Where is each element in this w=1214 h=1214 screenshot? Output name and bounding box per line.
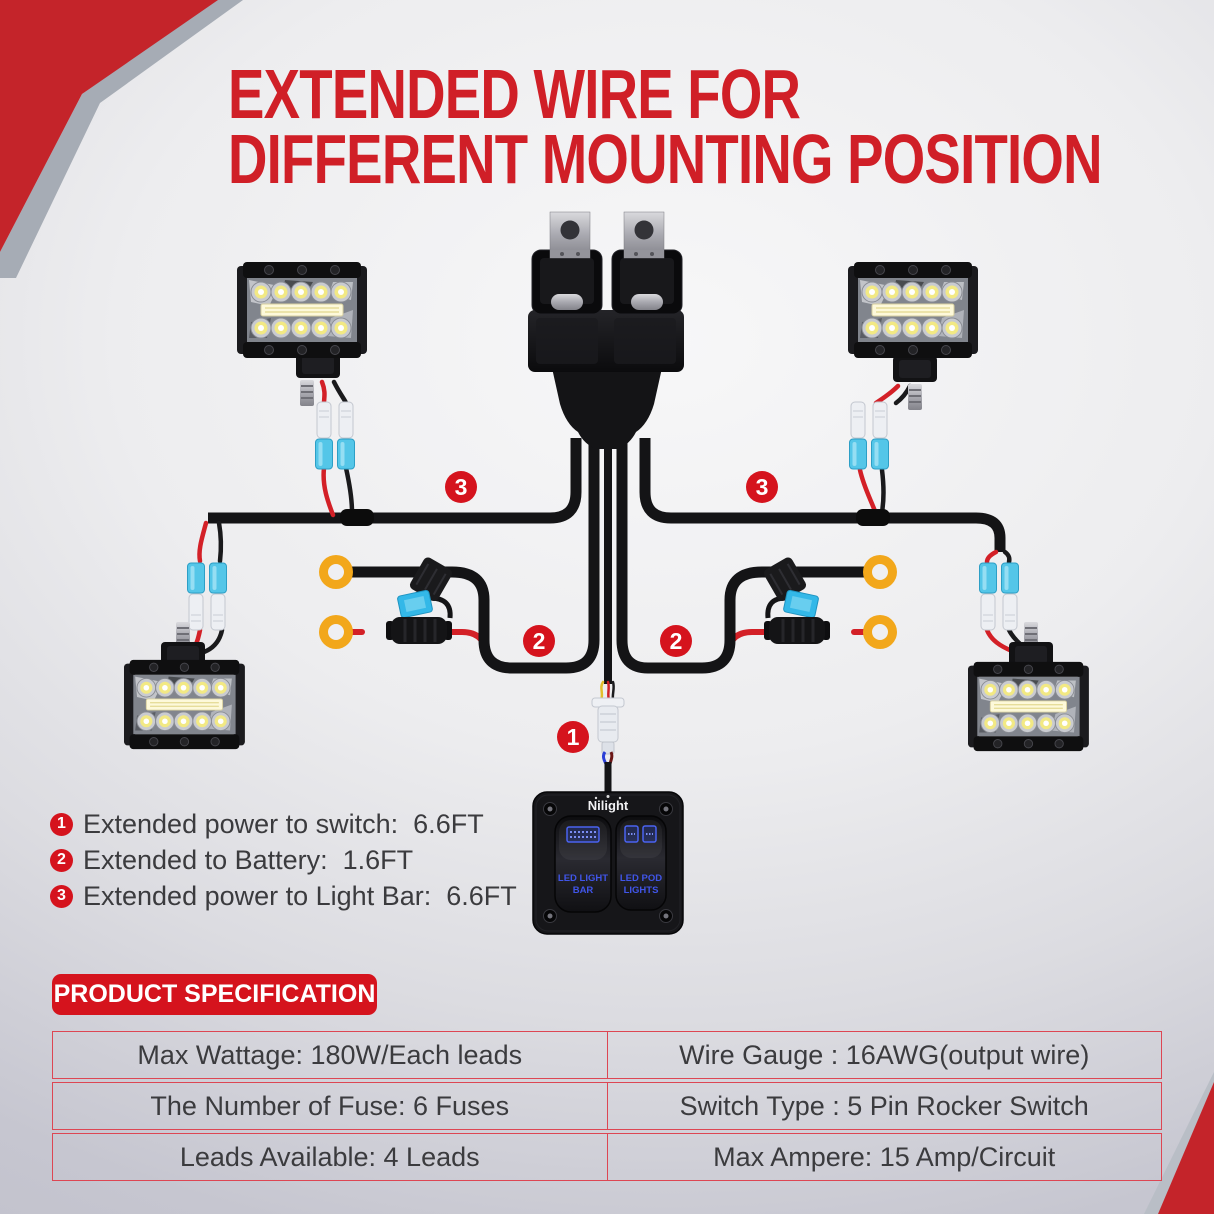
quick-connectors [188, 563, 227, 630]
led-pod-bottom-left [123, 659, 246, 750]
relay-tab-right [623, 211, 665, 259]
ring-terminal [319, 615, 353, 649]
ring-terminal [863, 615, 897, 649]
rocker-led-pod-lights[interactable]: LED POD LIGHTS [615, 815, 667, 911]
relay-right [611, 249, 683, 315]
mounting-bracket [893, 356, 937, 382]
rocker-led-light-bar[interactable]: LED LIGHT BAR [554, 815, 612, 913]
spec-cell-max-wattage: Max Wattage: 180W/Each leads [137, 1039, 523, 1070]
svg-text:2: 2 [670, 628, 683, 654]
fuse-holder [384, 615, 454, 646]
harness-battery-right [616, 442, 872, 674]
pod-lights-icon [624, 825, 657, 843]
led-pod-top-right [847, 261, 979, 359]
spec-cell-max-ampere: Max Ampere: 15 Amp/Circuit [606, 1134, 1162, 1180]
wire-sleeve [340, 509, 374, 526]
harness-lightbar-right [639, 438, 1006, 552]
fuse-assembly-left [384, 554, 455, 646]
fuse-assembly-right [761, 554, 832, 646]
fuse-holder [762, 615, 832, 646]
legend-item: 3 Extended power to Light Bar: 6.6FT [50, 878, 517, 914]
harness-lightbar-left [208, 438, 582, 524]
switch-pigtail [599, 680, 615, 702]
legend-text: Extended to Battery: 1.6FT [83, 844, 414, 875]
svg-text:1: 1 [567, 724, 580, 750]
badge-2-right: 2 [660, 625, 692, 657]
blue-fuse [396, 589, 434, 619]
harness-wires [208, 438, 1006, 684]
harness-battery-left [344, 442, 600, 674]
title-line2: DIFFERENT MOUNTING POSITION [228, 120, 1103, 198]
corner-red-wedge [0, 0, 218, 252]
spec-cell-fuse-count: The Number of Fuse: 6 Fuses [150, 1090, 510, 1121]
rocker-label: LIGHTS [624, 885, 659, 896]
diagram-badges: 3 3 2 2 1 [445, 471, 778, 753]
legend: 1 Extended power to switch: 6.6FT 2 Exte… [50, 806, 517, 914]
table-row: The Number of Fuse: 6 Fuses Switch Type … [52, 1082, 1162, 1130]
led-pod-bottom-right [967, 661, 1090, 752]
rocker-label: LED POD [620, 873, 662, 884]
legend-item: 1 Extended power to switch: 6.6FT [50, 806, 517, 842]
mounting-stud [907, 383, 923, 411]
badge-3-left: 3 [445, 471, 477, 503]
rocker-label: BAR [573, 885, 594, 896]
spec-cell-switch-type: Switch Type : 5 Pin Rocker Switch [606, 1083, 1162, 1129]
legend-number-badge: 1 [50, 812, 73, 836]
light-bar-icon [566, 826, 600, 843]
led-pod-top-left [236, 261, 368, 359]
spec-banner: PRODUCT SPECIFICATION [52, 974, 377, 1015]
spec-table: Max Wattage: 180W/Each leads Wire Gauge … [52, 1031, 1162, 1181]
spec-cell-wire-gauge: Wire Gauge : 16AWG(output wire) [606, 1032, 1162, 1078]
badge-1: 1 [557, 721, 589, 753]
wire-sleeve [856, 509, 890, 526]
legend-text: Extended power to switch: 6.6FT [83, 808, 484, 839]
table-row: Leads Available: 4 Leads Max Ampere: 15 … [52, 1133, 1162, 1181]
ring-terminal [319, 555, 353, 589]
brand-logo: Nilight [588, 798, 629, 813]
blue-fuse [782, 589, 820, 619]
title-line1: EXTENDED WIRE FOR [228, 55, 801, 133]
corner-red-triangle [1158, 1082, 1214, 1214]
spec-cell-leads: Leads Available: 4 Leads [179, 1141, 480, 1172]
badge-3-right: 3 [746, 471, 778, 503]
svg-text:3: 3 [756, 474, 769, 500]
legend-number-badge: 2 [50, 848, 73, 872]
mounting-stud [299, 379, 315, 407]
table-row: Max Wattage: 180W/Each leads Wire Gauge … [52, 1031, 1162, 1079]
quick-connectors [980, 563, 1019, 630]
switch-connector [591, 697, 625, 755]
quick-connectors [850, 402, 889, 469]
legend-number-badge: 3 [50, 884, 73, 908]
svg-text:3: 3 [455, 474, 468, 500]
legend-item: 2 Extended to Battery: 1.6FT [50, 842, 517, 878]
badge-2-left: 2 [523, 625, 555, 657]
relay-tab-left [549, 211, 591, 259]
switch-panel: Nilight LED LIGHT BAR [532, 791, 684, 935]
corner-gray-band [0, 0, 243, 278]
relay-left [531, 249, 603, 315]
ring-terminal [863, 555, 897, 589]
harness-boot [552, 368, 662, 449]
svg-text:2: 2 [533, 628, 546, 654]
page-title: EXTENDED WIRE FOR DIFFERENT MOUNTING POS… [228, 55, 1103, 198]
panel-screws [543, 802, 673, 923]
relay-assembly [528, 211, 684, 449]
legend-text: Extended power to Light Bar: 6.6FT [83, 880, 517, 911]
quick-connectors [316, 402, 355, 469]
rocker-label: LED LIGHT [558, 873, 608, 884]
